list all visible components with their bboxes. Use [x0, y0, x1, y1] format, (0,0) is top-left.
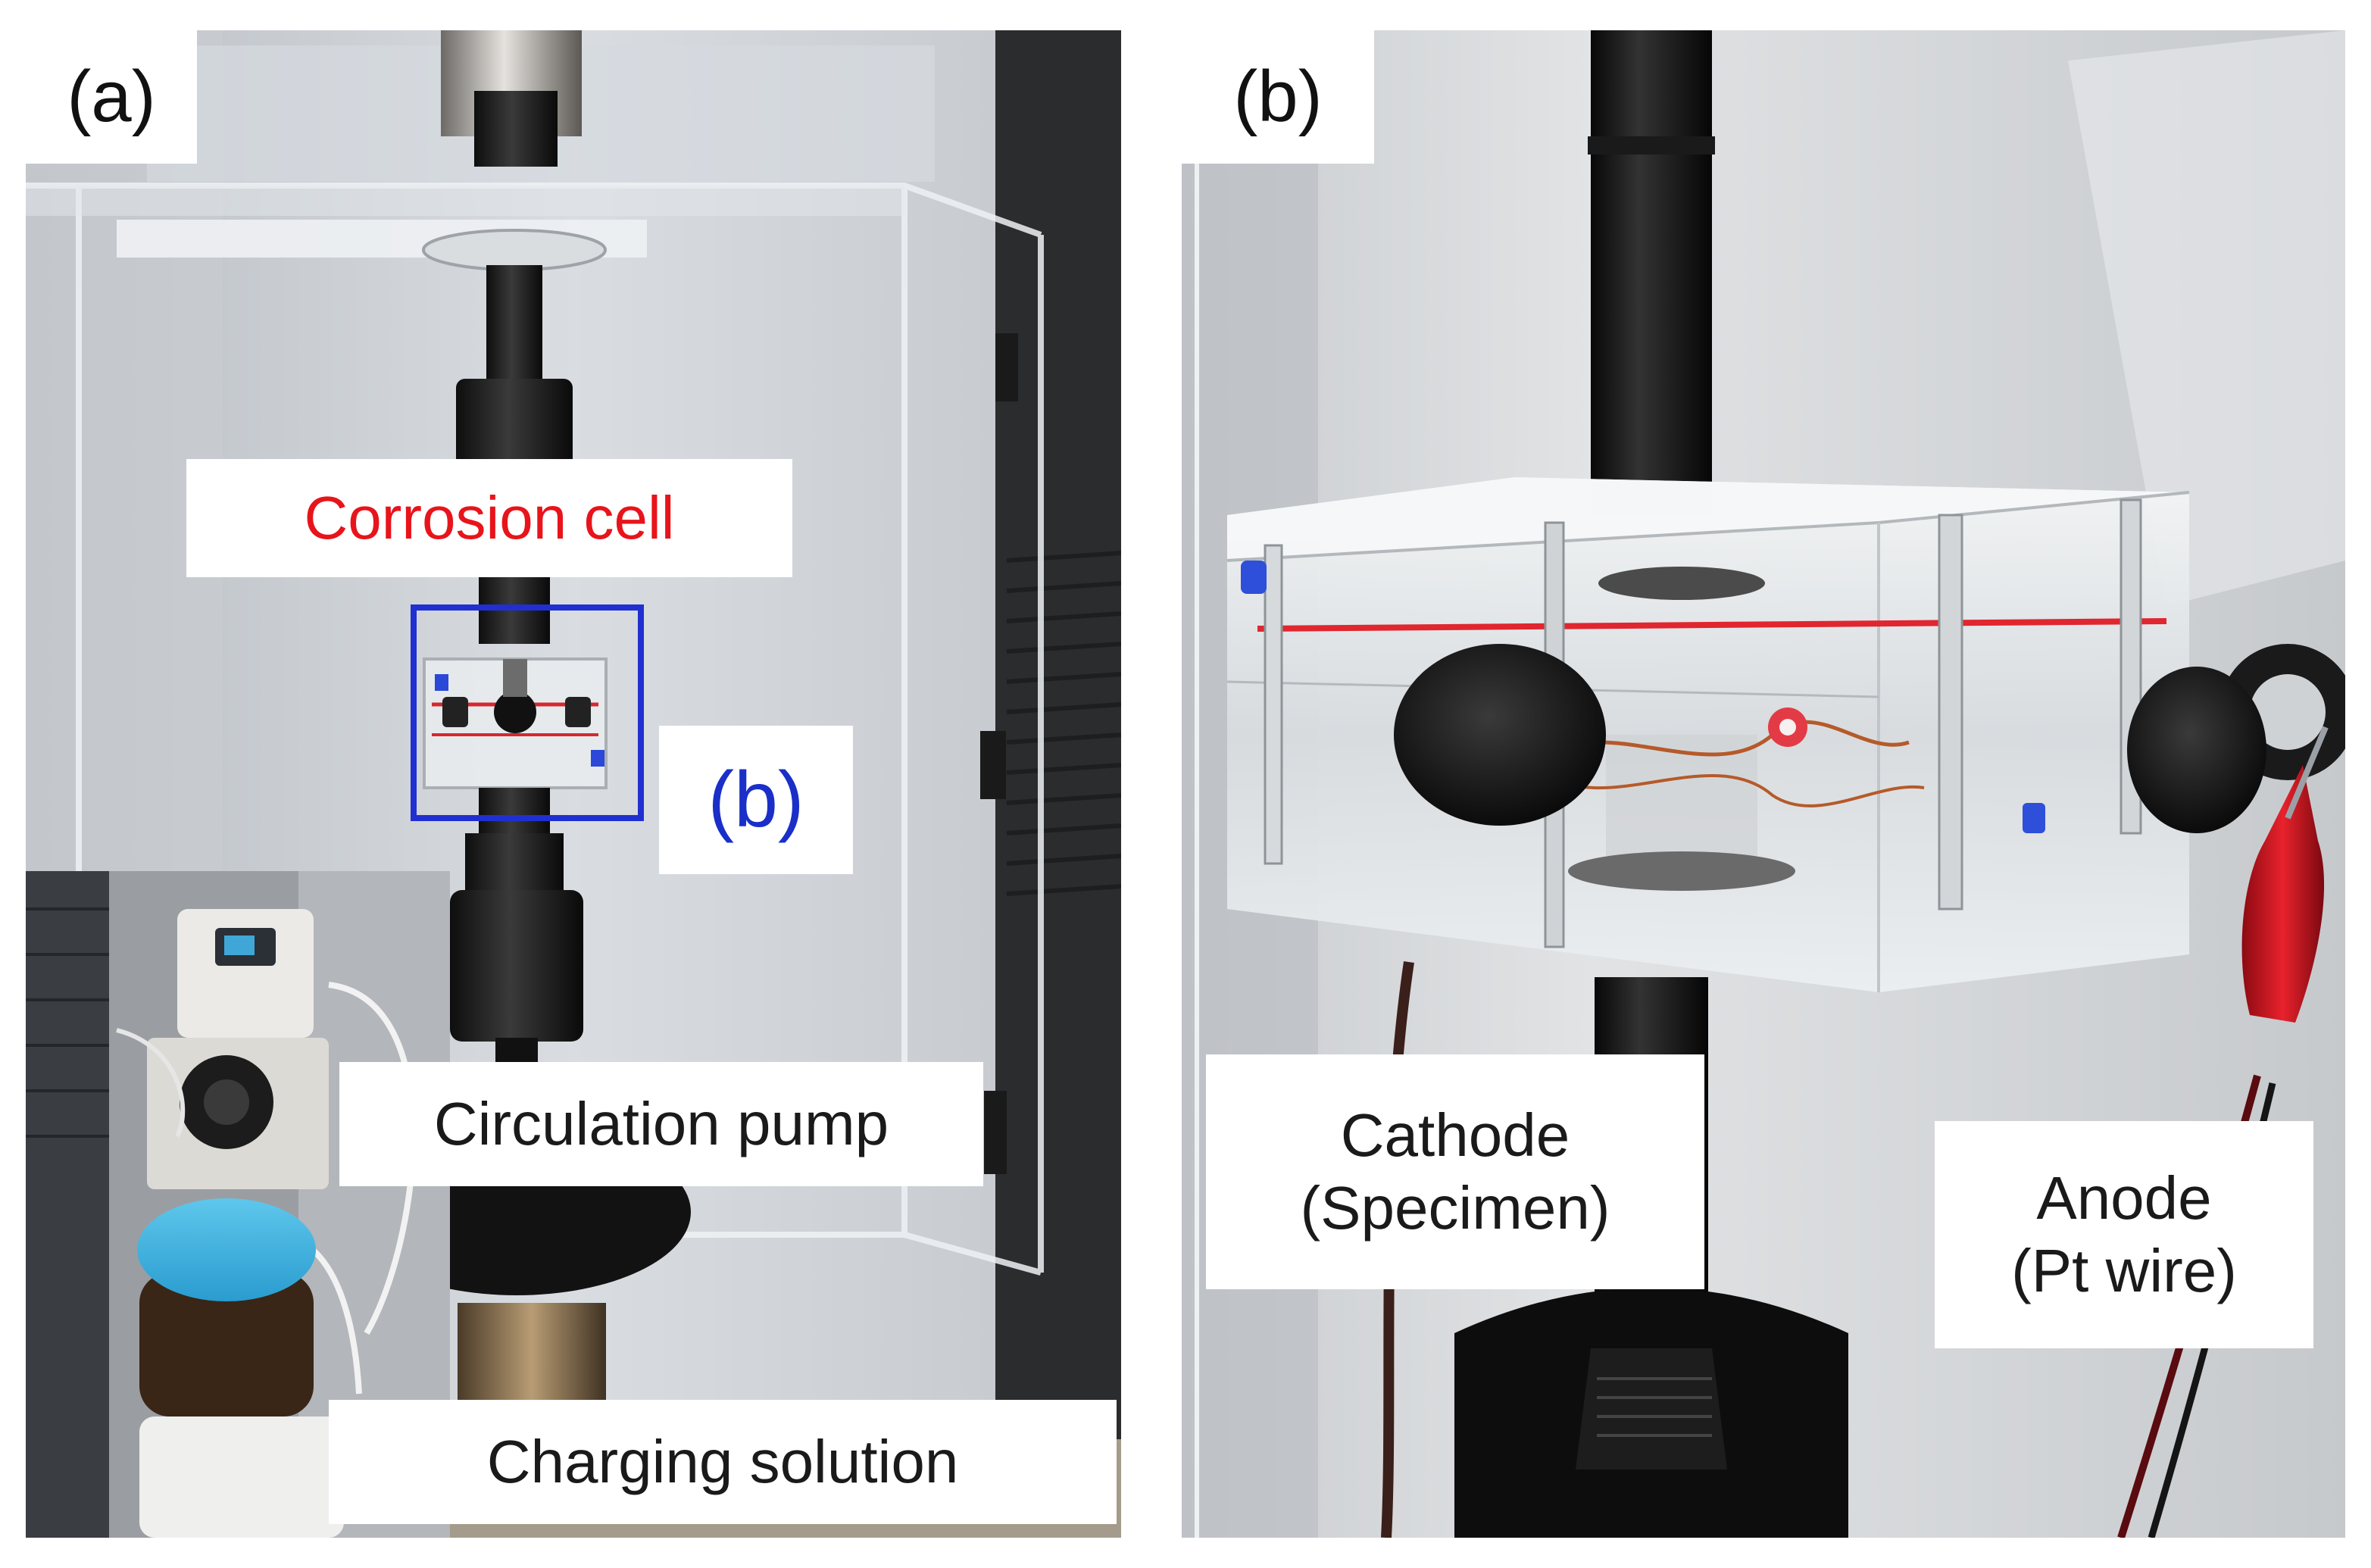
inset-b-reference-label: (b): [659, 726, 853, 874]
upper-pull-rod: [486, 265, 542, 386]
vertical-pull-rod: [1591, 30, 1712, 515]
seal-o-ring: [1257, 618, 2167, 632]
corrosion-cell-small: [423, 657, 608, 789]
circulation-pump-label: Circulation pump: [339, 1062, 983, 1186]
cathode-label-line1: Cathode: [1340, 1101, 1570, 1169]
panel-a-scene: [26, 30, 1121, 1538]
panel-b-letter: (b): [1182, 30, 1374, 164]
cathode-label: Cathode (Specimen): [1206, 1054, 1704, 1289]
anode-label: Anode (Pt wire): [1935, 1121, 2313, 1348]
acrylic-corrosion-cell: [1226, 477, 2219, 992]
anode-alligator-clip: [2241, 765, 2325, 1023]
panel-a-photo: (a) Corrosion cell (b) Circulation pump …: [26, 30, 1121, 1538]
charging-solution-label: Charging solution: [329, 1400, 1117, 1524]
lower-grip: [450, 890, 583, 1042]
circulation-pump: [177, 909, 314, 1038]
cathode-label-line2: (Specimen): [1300, 1174, 1610, 1242]
jar-cap: [137, 1198, 316, 1301]
corrosion-cell-label: Corrosion cell: [186, 459, 792, 577]
solution-jar: [139, 1273, 314, 1417]
anode-label-line1: Anode: [2036, 1164, 2212, 1232]
panel-a-letter: (a): [26, 30, 197, 164]
anode-label-line2: (Pt wire): [2011, 1237, 2237, 1304]
cathode-knob: [1394, 644, 1606, 826]
anode-knob: [2127, 667, 2266, 833]
cell-highlight-box: [411, 604, 644, 821]
testing-machine-frame: [995, 30, 1121, 1538]
panel-b-photo: (b) Cathode (Specimen) Anode (Pt wire): [1182, 30, 2345, 1538]
